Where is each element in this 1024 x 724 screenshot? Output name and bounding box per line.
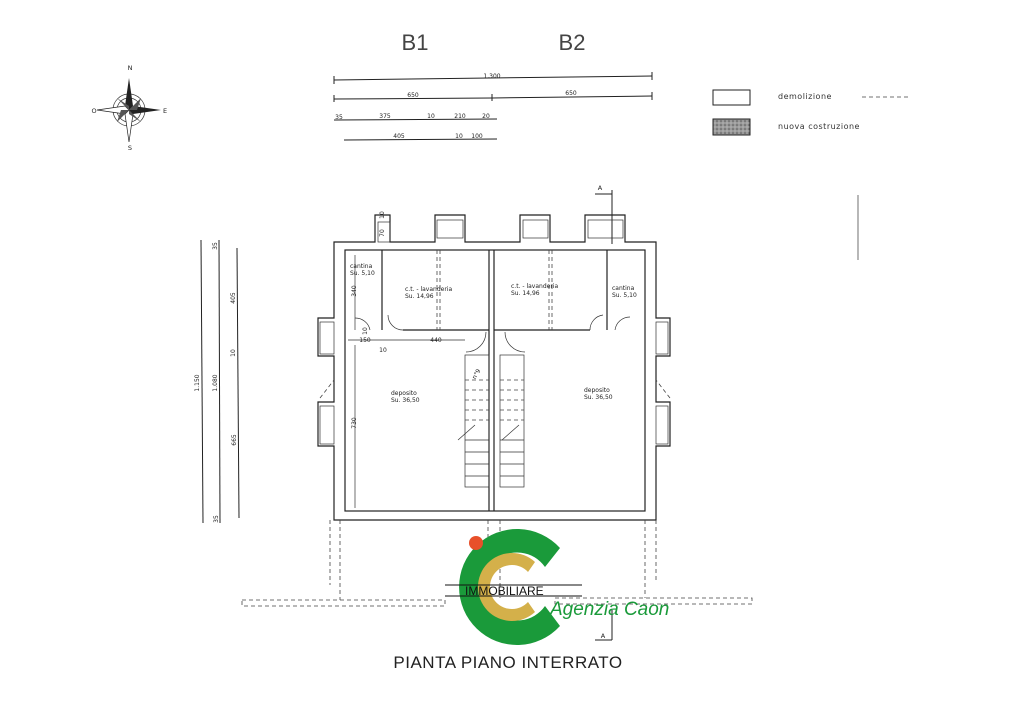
dim-half-right: 650 <box>565 90 577 97</box>
dim-row3-3: 210 <box>454 113 466 120</box>
dim-row4-2: 100 <box>471 133 483 140</box>
room-b2-lavanderia-area: Su. 14,96 <box>511 290 540 297</box>
legend-label-nuova-costruzione: nuova costruzione <box>778 122 860 131</box>
dim-10-b: 10 <box>379 347 387 354</box>
dim-left-1: 10 <box>230 349 237 357</box>
agency-logo: IMMOBILIARE Agenzia Caon <box>445 529 669 645</box>
room-b1-deposito-name: deposito <box>391 390 417 397</box>
dim-row3-0: 35 <box>335 114 343 121</box>
dim-440: 440 <box>430 337 442 344</box>
room-b1-cantina-area: Su. 5,10 <box>350 270 375 277</box>
drawing-title: PIANTA PIANO INTERRATO <box>393 653 622 672</box>
dim-10-a: 10 <box>362 327 369 335</box>
dim-150: 150 <box>359 337 371 344</box>
legend-swatch-demolizione <box>712 89 751 106</box>
dim-row4-0: 405 <box>393 133 405 140</box>
compass-east: E <box>163 107 167 115</box>
top-dimension-lines <box>333 72 653 141</box>
dim-half-left: 650 <box>407 92 419 99</box>
section-marker-top: A <box>598 184 603 192</box>
dim-total-height: 1.150 <box>194 374 201 391</box>
dim-70: 70 <box>379 229 386 237</box>
left-dimension-lines <box>200 239 240 524</box>
stair-steps-label: n°9 <box>471 368 482 381</box>
dim-10-c: 10 <box>379 211 386 219</box>
logo-text-agenzia: Agenzia Caon <box>549 599 669 620</box>
dim-340: 340 <box>351 285 358 297</box>
dim-row3-2: 10 <box>427 113 435 120</box>
section-marker-bottom: A <box>601 632 606 640</box>
compass-west: O <box>91 107 96 115</box>
room-b2-lavanderia-name: c.t. - lavanderia <box>511 283 558 290</box>
dim-left-2: 665 <box>231 434 238 446</box>
dim-row4-1: 10 <box>455 133 463 140</box>
room-b2-cantina-name: cantina <box>612 285 635 292</box>
room-b1-lavanderia-area: Su. 14,96 <box>405 293 434 300</box>
room-b2-deposito-area: Su. 36,50 <box>584 394 613 401</box>
room-b2-cantina-area: Su. 5,10 <box>612 292 637 299</box>
room-b1-lavanderia-name: c.t. - lavanderia <box>405 286 452 293</box>
dim-height-bottom: 35 <box>213 515 220 523</box>
room-b2-deposito-name: deposito <box>584 387 610 394</box>
legend-label-demolizione: demolizione <box>778 92 832 101</box>
legend-swatch-nuova-costruzione <box>712 118 751 136</box>
logo-text-immobiliare: IMMOBILIARE <box>465 584 544 598</box>
unit-label-b2: B2 <box>559 30 586 55</box>
section-line-a <box>595 190 859 641</box>
room-b1-deposito-area: Su. 36,50 <box>391 397 420 404</box>
dim-row3-4: 20 <box>482 113 490 120</box>
compass-north: N <box>128 64 133 72</box>
dim-total-width: 1.300 <box>483 73 500 80</box>
dim-left-0: 405 <box>230 292 237 304</box>
dim-height-top: 35 <box>212 242 219 250</box>
compass-rose-icon <box>96 78 161 143</box>
building-walls <box>241 214 753 607</box>
compass-south: S <box>128 144 132 152</box>
room-b1-cantina-name: cantina <box>350 263 373 270</box>
dim-height-inner: 1.080 <box>212 374 219 391</box>
unit-label-b1: B1 <box>402 30 429 55</box>
dim-730: 730 <box>351 417 358 429</box>
dim-row3-1: 375 <box>379 113 391 120</box>
